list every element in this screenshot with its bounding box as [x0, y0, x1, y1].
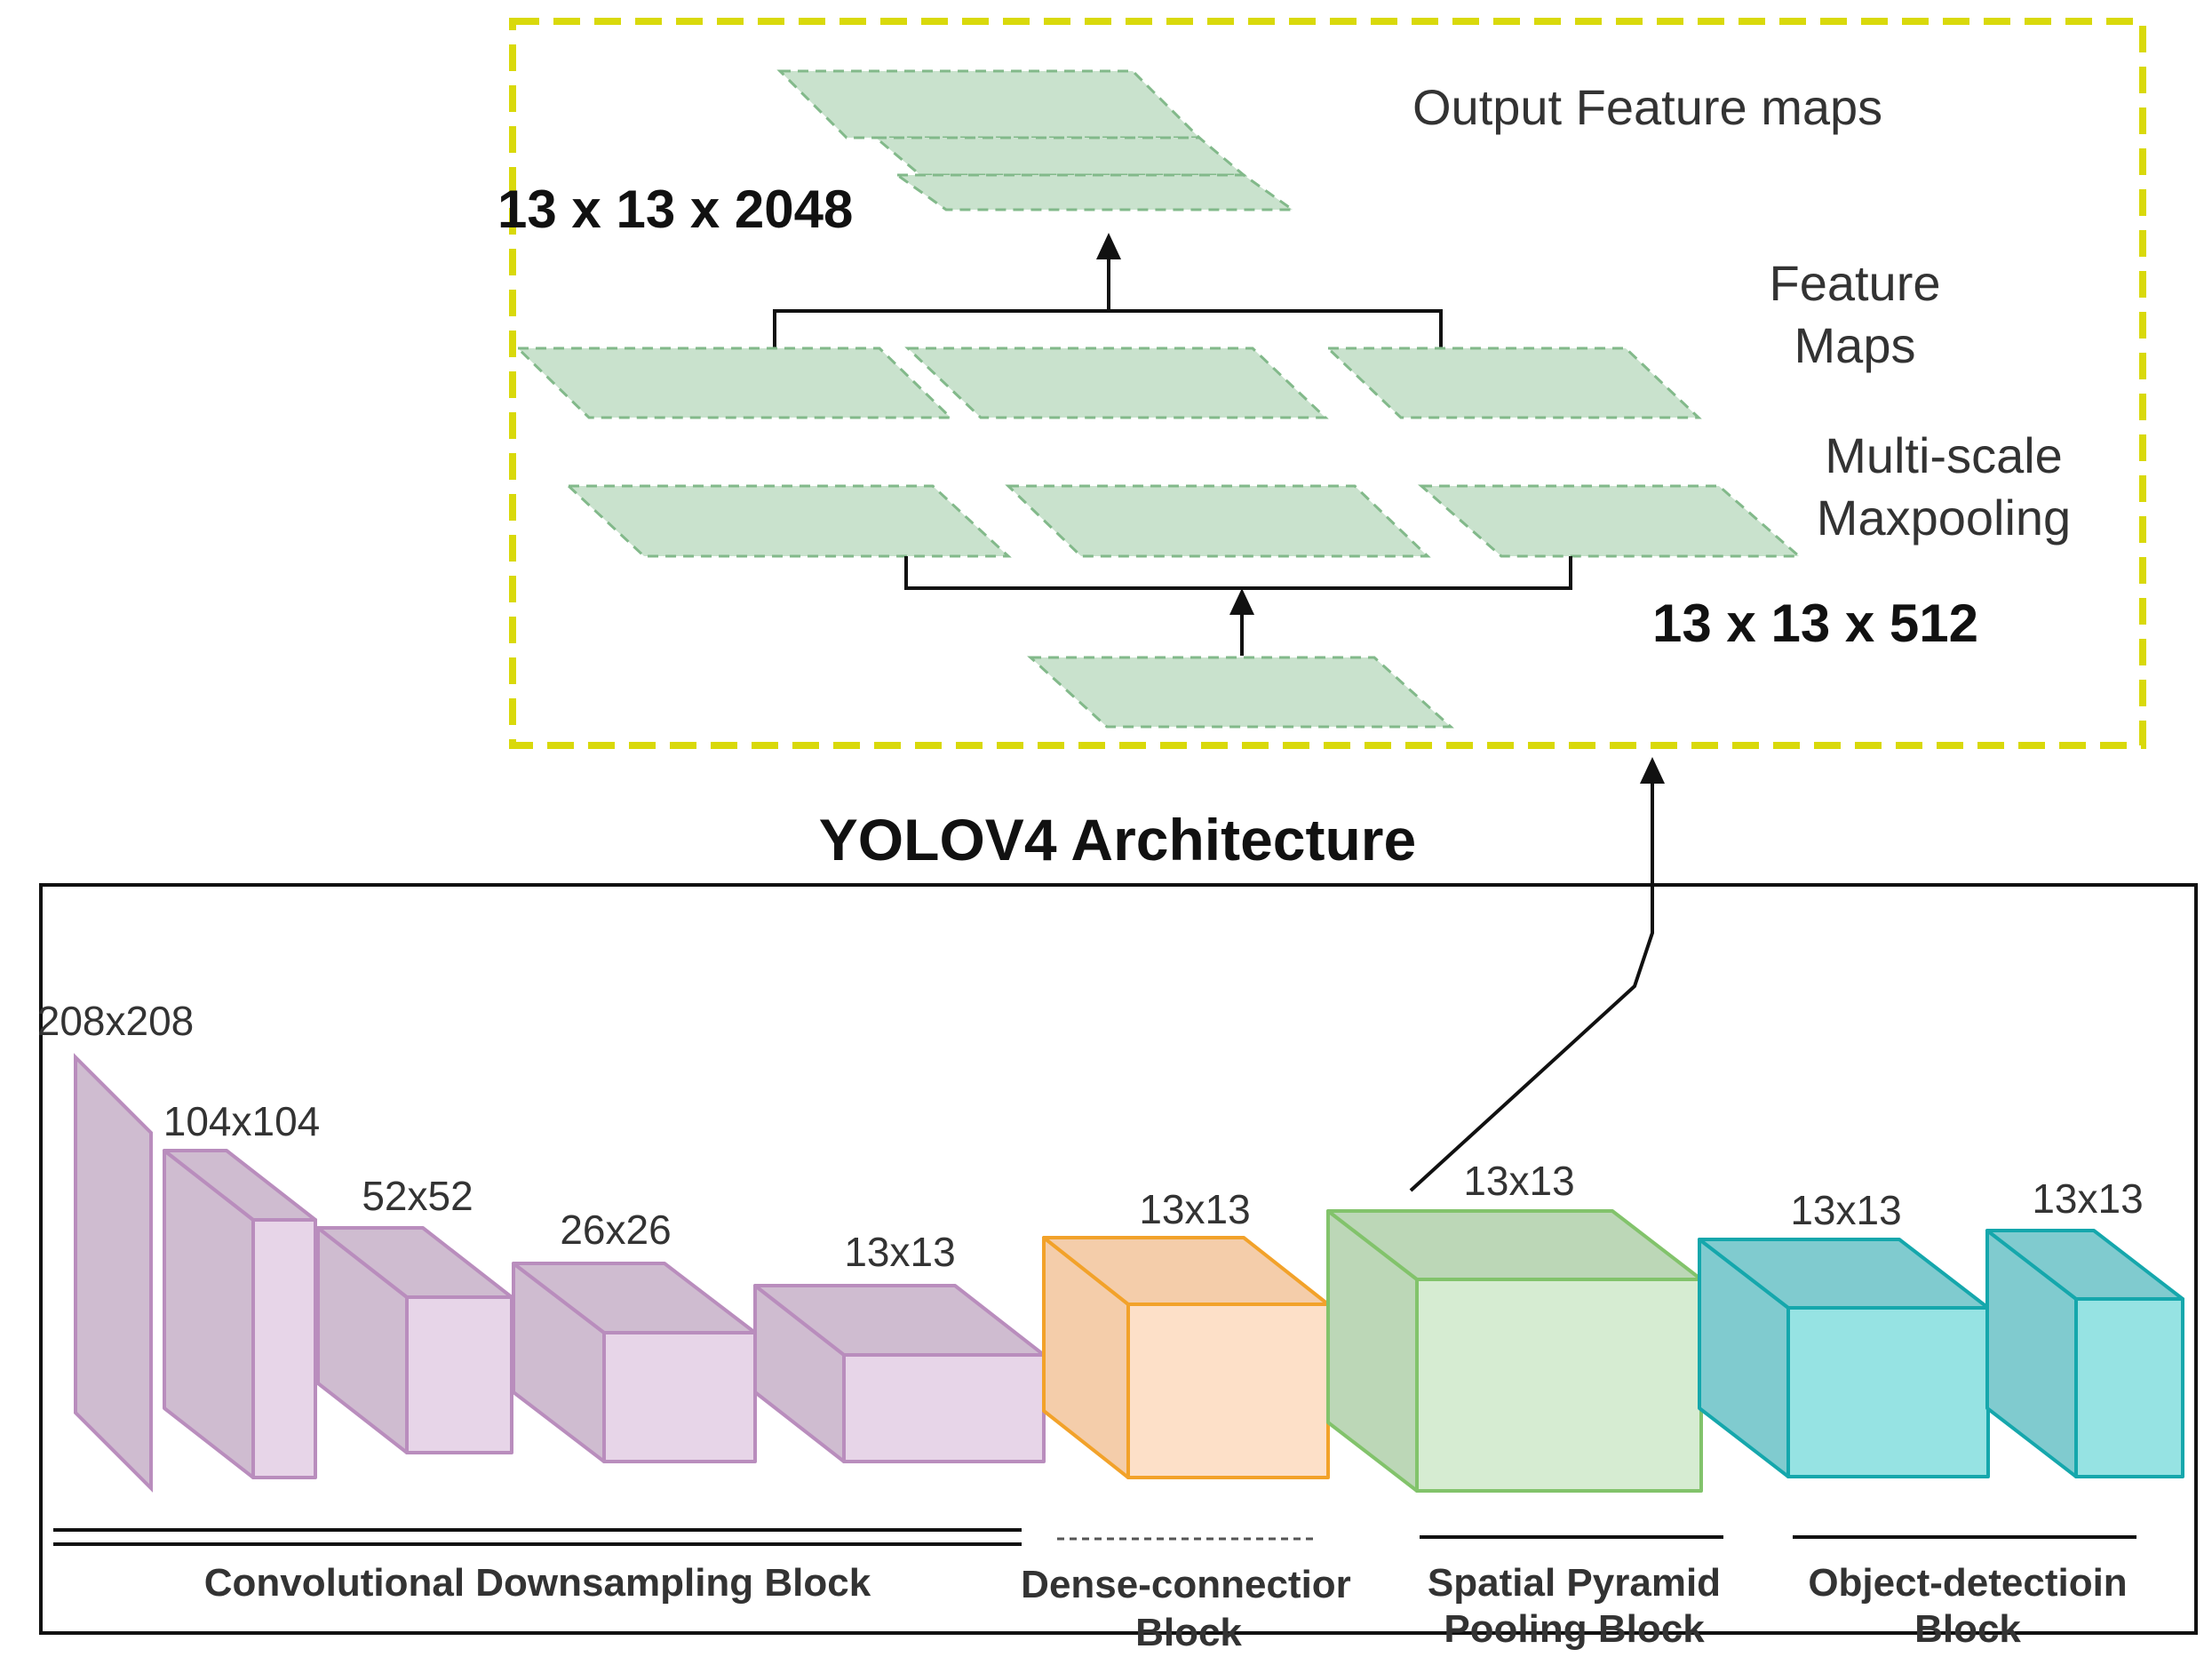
output-map-3 [893, 173, 1297, 211]
feature-maps-label-line1: Feature [1770, 255, 1941, 311]
feature-map-3 [1325, 347, 1702, 419]
output-dims-label: 13 x 13 x 2048 [497, 179, 853, 239]
layer-cube-conv-3 [512, 1262, 757, 1463]
output-map-1 [776, 69, 1203, 139]
split-arrow-head [1229, 588, 1254, 615]
input-feature-map [1027, 656, 1454, 729]
layer-dim-label: 13x13 [1463, 1158, 1574, 1204]
architecture-frame [39, 883, 2198, 1635]
layer-dim-label: 208x208 [37, 998, 195, 1044]
layer-front-face [602, 1331, 757, 1463]
spp-to-detail-arrow-head [1640, 757, 1665, 784]
detect-block-label-line1: Object-detectioin [1808, 1561, 2127, 1605]
spp-block-label-line1: Spatial Pyramid [1428, 1561, 1721, 1605]
layer-cube-detect-7 [1698, 1238, 1990, 1478]
layer-cube-conv-4 [753, 1284, 1046, 1463]
layer-dim-label: 26x26 [560, 1207, 671, 1253]
maxpool-row [565, 484, 1802, 558]
spp-block-label-line2: Pooling Block [1444, 1607, 1705, 1651]
layer-cube-spp-6 [1326, 1209, 1703, 1493]
detect-block-label-line2: Block [1914, 1607, 2021, 1651]
maxpool-label-line1: Multi-scale [1825, 427, 2063, 483]
spp-to-detail-arrow [1409, 782, 1654, 1192]
layer-cube-conv-1 [163, 1149, 317, 1479]
layer-208-slab [74, 1053, 153, 1493]
maxpool-map-2 [1005, 484, 1431, 558]
input-dims-label: 13 x 13 x 512 [1652, 594, 1978, 653]
layer-front-face [842, 1353, 1046, 1463]
maxpool-map-3 [1418, 484, 1802, 558]
layer-dim-label: 52x52 [362, 1173, 473, 1219]
layer-front-face [1415, 1278, 1703, 1493]
output-feature-maps-label: Output Feature maps [1412, 79, 1882, 135]
feature-map-2 [904, 347, 1329, 419]
layer-cube-conv-2 [316, 1226, 513, 1454]
concat-arrow-head [1096, 233, 1121, 259]
layer-front-face [2074, 1297, 2184, 1478]
layer-dim-label: 13x13 [844, 1229, 955, 1275]
architecture-title: YOLOV4 Architecture [819, 807, 1416, 872]
layer-dim-label: 13x13 [2032, 1175, 2143, 1222]
dense-block-label-line2: Block [1135, 1611, 1242, 1654]
output-map-2 [871, 136, 1248, 177]
feature-maps-label-line2: Maps [1794, 317, 1916, 373]
concat-bracket [773, 309, 1443, 348]
layer-front-face [251, 1218, 317, 1479]
spp-detail-frame [509, 18, 2146, 749]
layer-front-face [1786, 1306, 1990, 1478]
layer-dim-label: 13x13 [1790, 1187, 1901, 1233]
dense-block-label-line1: Dense-connectior [1021, 1563, 1351, 1606]
maxpool-label-line2: Maxpooling [1817, 490, 2071, 546]
layer-dim-label: 13x13 [1139, 1186, 1250, 1232]
layer-cube-detect-8 [1985, 1229, 2184, 1478]
output-feature-maps [776, 69, 1297, 211]
layer-front-face [1126, 1303, 1330, 1479]
maxpool-map-1 [565, 484, 1012, 558]
layer-cube-dense-5 [1042, 1236, 1330, 1479]
split-bracket [904, 556, 1572, 590]
feature-maps-row [514, 347, 1702, 419]
feature-map-1 [514, 347, 954, 419]
conv-block-label: Convolutional Downsampling Block [204, 1561, 871, 1605]
layer-front-face [405, 1295, 513, 1454]
layer-dim-label: 104x104 [163, 1098, 321, 1144]
